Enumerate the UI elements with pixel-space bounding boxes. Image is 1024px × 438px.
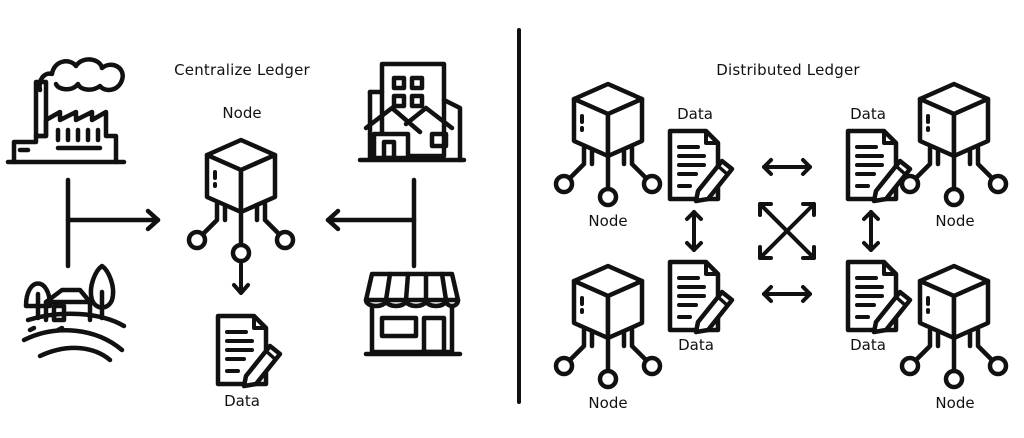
node-to-data-arrow: [232, 262, 250, 295]
horizontal-arrow-top: [762, 158, 812, 176]
central-data-document-icon: [218, 316, 280, 386]
node-label-bottom-right: Node: [935, 394, 975, 412]
right-connector: [325, 177, 417, 269]
central-node-label: Node: [222, 104, 262, 122]
node-top-left-icon: [556, 84, 660, 205]
data-label-top-right: Data: [850, 105, 886, 123]
farm-icon: [21, 263, 127, 363]
factory-icon: [5, 57, 127, 165]
horizontal-arrow-bottom: [762, 285, 812, 303]
data-label-bottom-right: Data: [850, 336, 886, 354]
central-node-icon: [189, 140, 293, 261]
data-label-top-left: Data: [677, 105, 713, 123]
shop-icon: [363, 271, 463, 357]
data-top-left-icon: [670, 131, 732, 201]
central-data-label: Data: [224, 392, 260, 410]
centralized-title: Centralize Ledger: [174, 61, 310, 79]
data-bottom-right-icon: [848, 262, 910, 332]
node-label-bottom-left: Node: [588, 394, 628, 412]
data-label-bottom-left: Data: [678, 336, 714, 354]
node-label-top-left: Node: [588, 212, 628, 230]
node-label-top-right: Node: [935, 212, 975, 230]
apartment-building-icon: [357, 61, 467, 163]
data-bottom-left-icon: [670, 262, 732, 332]
data-top-right-icon: [848, 131, 910, 201]
node-bottom-right-icon: [902, 266, 1006, 387]
node-bottom-left-icon: [556, 266, 660, 387]
vertical-arrow-left: [685, 210, 703, 252]
node-top-right-icon: [902, 84, 1006, 205]
distributed-title: Distributed Ledger: [716, 61, 860, 79]
left-connector: [65, 177, 161, 269]
vertical-arrow-right: [862, 210, 880, 252]
cross-arrows: [758, 202, 816, 260]
